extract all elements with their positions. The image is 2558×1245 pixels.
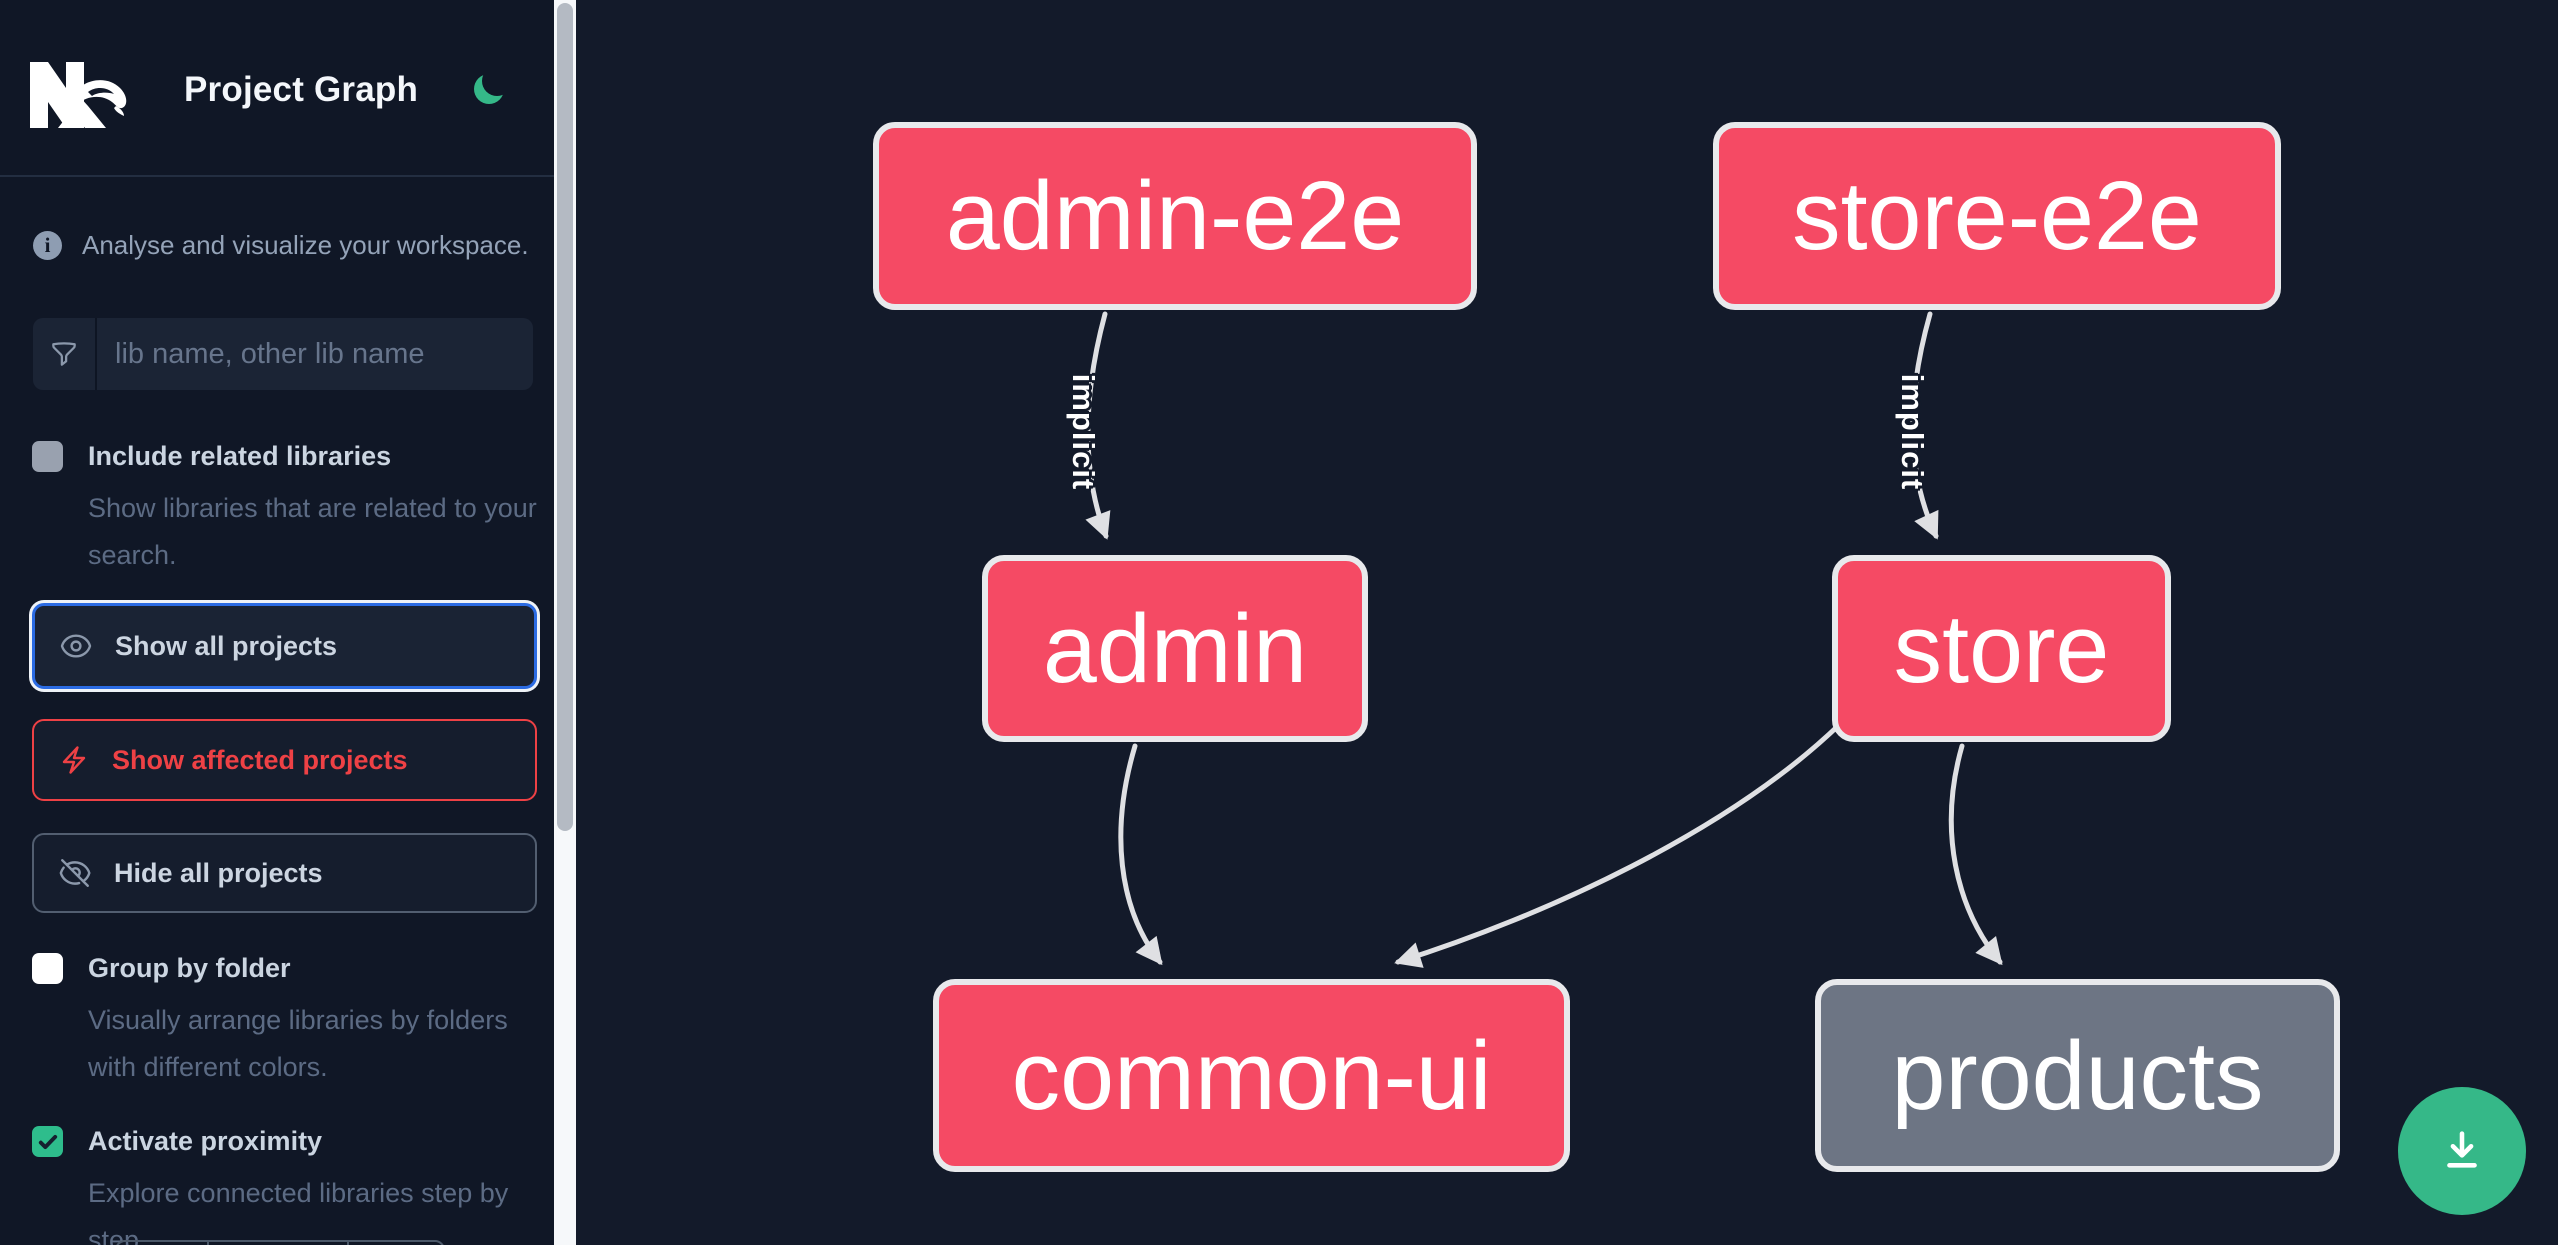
checkbox-group-by-folder[interactable] — [32, 953, 63, 984]
checkbox-include-related-libraries[interactable] — [32, 441, 63, 472]
show-affected-projects-button[interactable]: Show affected projects — [32, 719, 537, 801]
sidebar-scrollbar-thumb[interactable] — [557, 3, 573, 831]
option-description: Explore connected libraries step by step… — [88, 1178, 509, 1245]
node-label: store-e2e — [1792, 161, 2202, 270]
node-store-e2e[interactable]: store-e2e — [1713, 122, 2281, 310]
show-affected-projects-label: Show affected projects — [112, 744, 408, 775]
option-description: Show libraries that are related to your … — [88, 493, 537, 570]
node-admin-e2e[interactable]: admin-e2e — [873, 122, 1477, 310]
node-admin[interactable]: admin — [982, 555, 1368, 742]
checkbox-activate-proximity[interactable] — [32, 1126, 63, 1157]
edge-admin-to-common-ui — [1118, 743, 1163, 966]
hide-all-projects-label: Hide all projects — [114, 857, 323, 888]
option-group-by-folder[interactable]: Group by folder Visually arrange librari… — [32, 951, 537, 1091]
node-store[interactable]: store — [1832, 555, 2171, 742]
edge-label-implicit: implicit — [1066, 373, 1101, 491]
option-label: Activate proximity — [88, 1126, 323, 1156]
option-activate-proximity[interactable]: Activate proximity Explore connected lib… — [32, 1124, 537, 1245]
option-label: Group by folder — [88, 953, 291, 983]
download-graph-button[interactable] — [2398, 1087, 2526, 1215]
option-description: Visually arrange libraries by folders wi… — [88, 1005, 508, 1082]
eye-slash-icon — [59, 859, 91, 887]
node-label: store — [1893, 593, 2110, 703]
node-label: common-ui — [1011, 1020, 1492, 1130]
show-all-projects-button[interactable]: Show all projects — [32, 603, 537, 689]
proximity-degree-control — [115, 1240, 445, 1245]
edge-label-implicit: implicit — [1895, 373, 1930, 491]
header-divider — [0, 175, 556, 177]
edge-admin-e2e-to-admin — [1085, 311, 1111, 540]
workspace-tagline-row: i Analyse and visualize your workspace. — [33, 230, 529, 261]
node-label: products — [1891, 1020, 2264, 1130]
check-icon — [38, 1134, 57, 1149]
tagline-text: Analyse and visualize your workspace. — [82, 230, 529, 260]
node-label: admin — [1042, 593, 1308, 703]
hide-all-projects-button[interactable]: Hide all projects — [32, 833, 537, 913]
option-label: Include related libraries — [88, 441, 392, 471]
theme-toggle-moon-icon[interactable] — [476, 66, 510, 100]
degree-value — [209, 1242, 349, 1245]
edge-store-to-common-ui — [1394, 721, 1843, 968]
edge-store-to-products — [1948, 743, 2003, 966]
download-icon — [2447, 1131, 2477, 1168]
nx-logo — [30, 62, 127, 128]
node-products[interactable]: products — [1815, 979, 2340, 1172]
decrement-degree-button[interactable] — [117, 1242, 209, 1245]
node-common-ui[interactable]: common-ui — [933, 979, 1570, 1172]
option-include-related-libraries[interactable]: Include related libraries Show libraries… — [32, 439, 537, 579]
graph-canvas[interactable]: implicit implicit admin-e2e store-e2e ad… — [576, 0, 2558, 1245]
search-filter — [33, 318, 533, 390]
edge-store-e2e-to-store — [1910, 311, 1939, 540]
eye-icon — [60, 634, 92, 658]
show-all-projects-label: Show all projects — [115, 630, 338, 661]
bolt-icon — [62, 746, 86, 774]
page-title: Project Graph — [184, 70, 419, 109]
search-input[interactable] — [97, 318, 533, 390]
sidebar-scrollbar-track[interactable] — [554, 0, 576, 1245]
node-label: admin-e2e — [945, 161, 1405, 270]
dependency-edges — [1085, 311, 2003, 968]
info-icon: i — [33, 231, 62, 260]
filter-funnel-icon — [33, 318, 97, 390]
sidebar: Project Graph i Analyse and visualize yo… — [0, 0, 576, 1245]
